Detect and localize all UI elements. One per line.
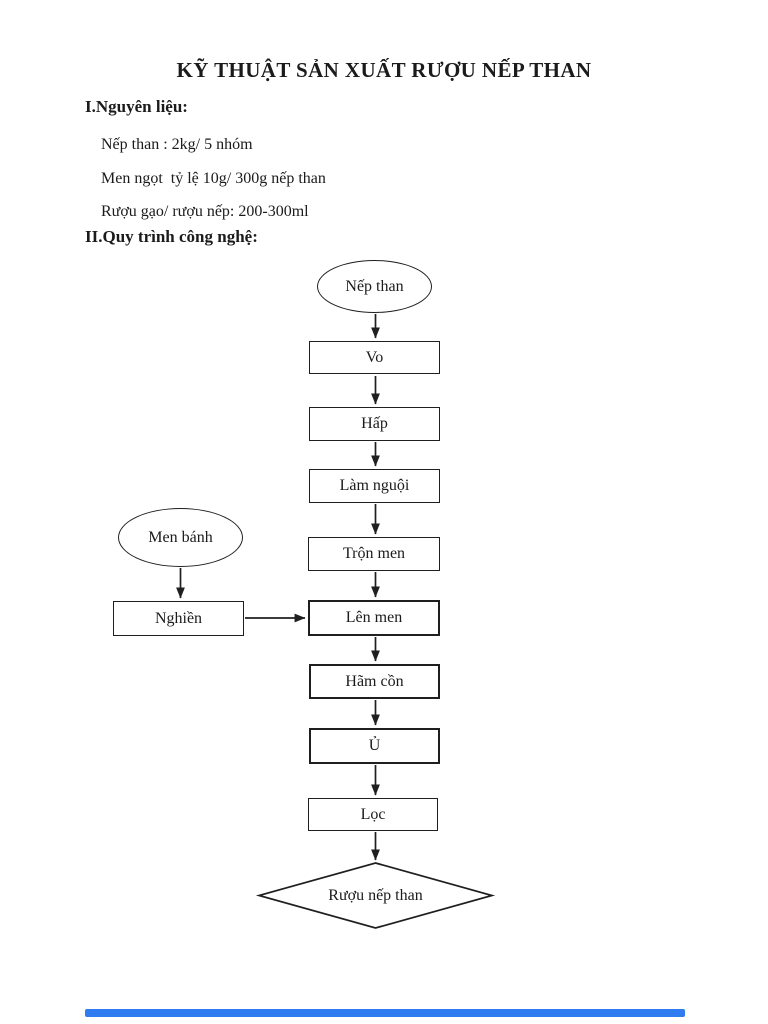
flow-node-end-ruou-nep-than: Rượu nếp than	[328, 886, 423, 904]
ingredient-line: Men ngọt tỷ lệ 10g/ 300g nếp than	[101, 170, 326, 187]
flow-node-nghien: Nghiền	[113, 601, 244, 636]
section-heading-process: II.Quy trình công nghệ:	[85, 227, 258, 246]
flow-node-vo: Vo	[309, 341, 440, 374]
flow-node-u: Ủ	[309, 728, 440, 764]
flow-node-tron-men: Trộn men	[308, 537, 440, 571]
bottom-progress-bar	[85, 1009, 685, 1017]
section-heading-ingredients: I.Nguyên liệu:	[85, 97, 188, 116]
flow-node-ham-con: Hãm cồn	[309, 664, 440, 699]
ingredient-line: Rượu gạo/ rượu nếp: 200-300ml	[101, 203, 309, 220]
page-title: KỸ THUẬT SẢN XUẤT RƯỢU NẾP THAN	[176, 58, 592, 82]
flow-node-men-banh: Men bánh	[118, 508, 243, 567]
flow-node-lam-nguoi: Làm nguội	[309, 469, 440, 503]
flow-node-hap: Hấp	[309, 407, 440, 441]
flow-node-loc: Lọc	[308, 798, 438, 831]
ingredient-line: Nếp than : 2kg/ 5 nhóm	[101, 136, 253, 153]
flow-node-len-men: Lên men	[308, 600, 440, 636]
flow-node-start-nep-than: Nếp than	[317, 260, 432, 313]
